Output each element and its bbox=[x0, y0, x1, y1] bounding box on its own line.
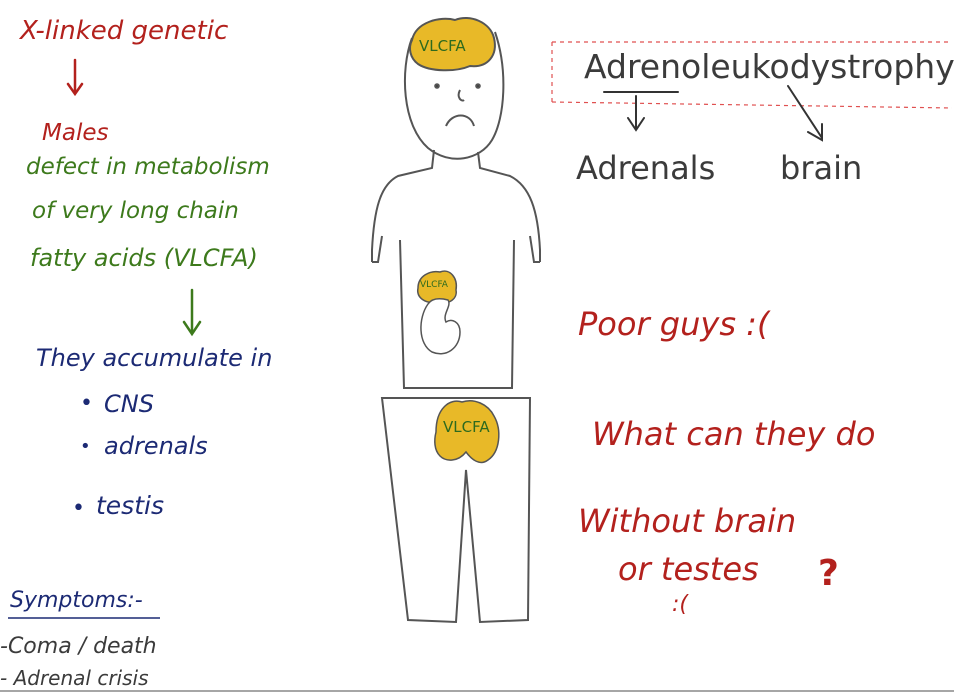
brain-organ bbox=[409, 17, 496, 72]
symptom-item: - Adrenal crisis bbox=[0, 666, 149, 690]
site-item: adrenals bbox=[104, 432, 208, 460]
site-bullet-icon: • bbox=[72, 496, 85, 521]
question-mark: ? bbox=[818, 553, 839, 594]
testes-label: VLCFA bbox=[443, 418, 490, 436]
defect-line-3: fatty acids (VLCFA) bbox=[30, 244, 258, 272]
site-item: testis bbox=[96, 491, 164, 520]
comment-without-line-2: or testes bbox=[618, 550, 759, 588]
site-bullet-icon: • bbox=[80, 391, 93, 416]
site-bullet-icon: • bbox=[80, 436, 91, 457]
comment-poor-guys: Poor guys :( bbox=[578, 305, 770, 343]
sex-note: Males bbox=[42, 120, 109, 146]
term-part-adrenals: Adrenals bbox=[576, 149, 716, 187]
adrenal-label: VLCFA bbox=[420, 280, 448, 290]
testes-organ bbox=[434, 400, 500, 464]
symptoms-heading: Symptoms:- bbox=[10, 588, 143, 613]
term-highlight-box bbox=[551, 41, 953, 109]
brain-label: VLCFA bbox=[419, 37, 466, 55]
term-part-brain: brain bbox=[780, 149, 863, 187]
disease-term: Adrenoleukodystrophy bbox=[584, 47, 954, 86]
arrow-down-icon bbox=[182, 288, 202, 337]
comment-what-can: What can they do bbox=[592, 415, 876, 453]
comment-sad-face: :( bbox=[672, 592, 688, 617]
figure-head bbox=[404, 17, 505, 160]
inheritance-note: X-linked genetic bbox=[20, 16, 229, 46]
accumulate-note: They accumulate in bbox=[36, 344, 273, 372]
symptom-item: -Coma / death bbox=[0, 634, 157, 659]
arrow-down-icon bbox=[66, 58, 84, 97]
comment-without-line-1: Without brain bbox=[578, 502, 797, 540]
term-split-arrows bbox=[603, 85, 823, 142]
adrenal-organ bbox=[417, 270, 458, 304]
kidney-organ bbox=[420, 298, 461, 355]
figure-body bbox=[371, 149, 541, 624]
defect-line-1: defect in metabolism bbox=[26, 154, 270, 180]
defect-line-2: of very long chain bbox=[32, 198, 239, 224]
site-item: CNS bbox=[104, 390, 154, 418]
